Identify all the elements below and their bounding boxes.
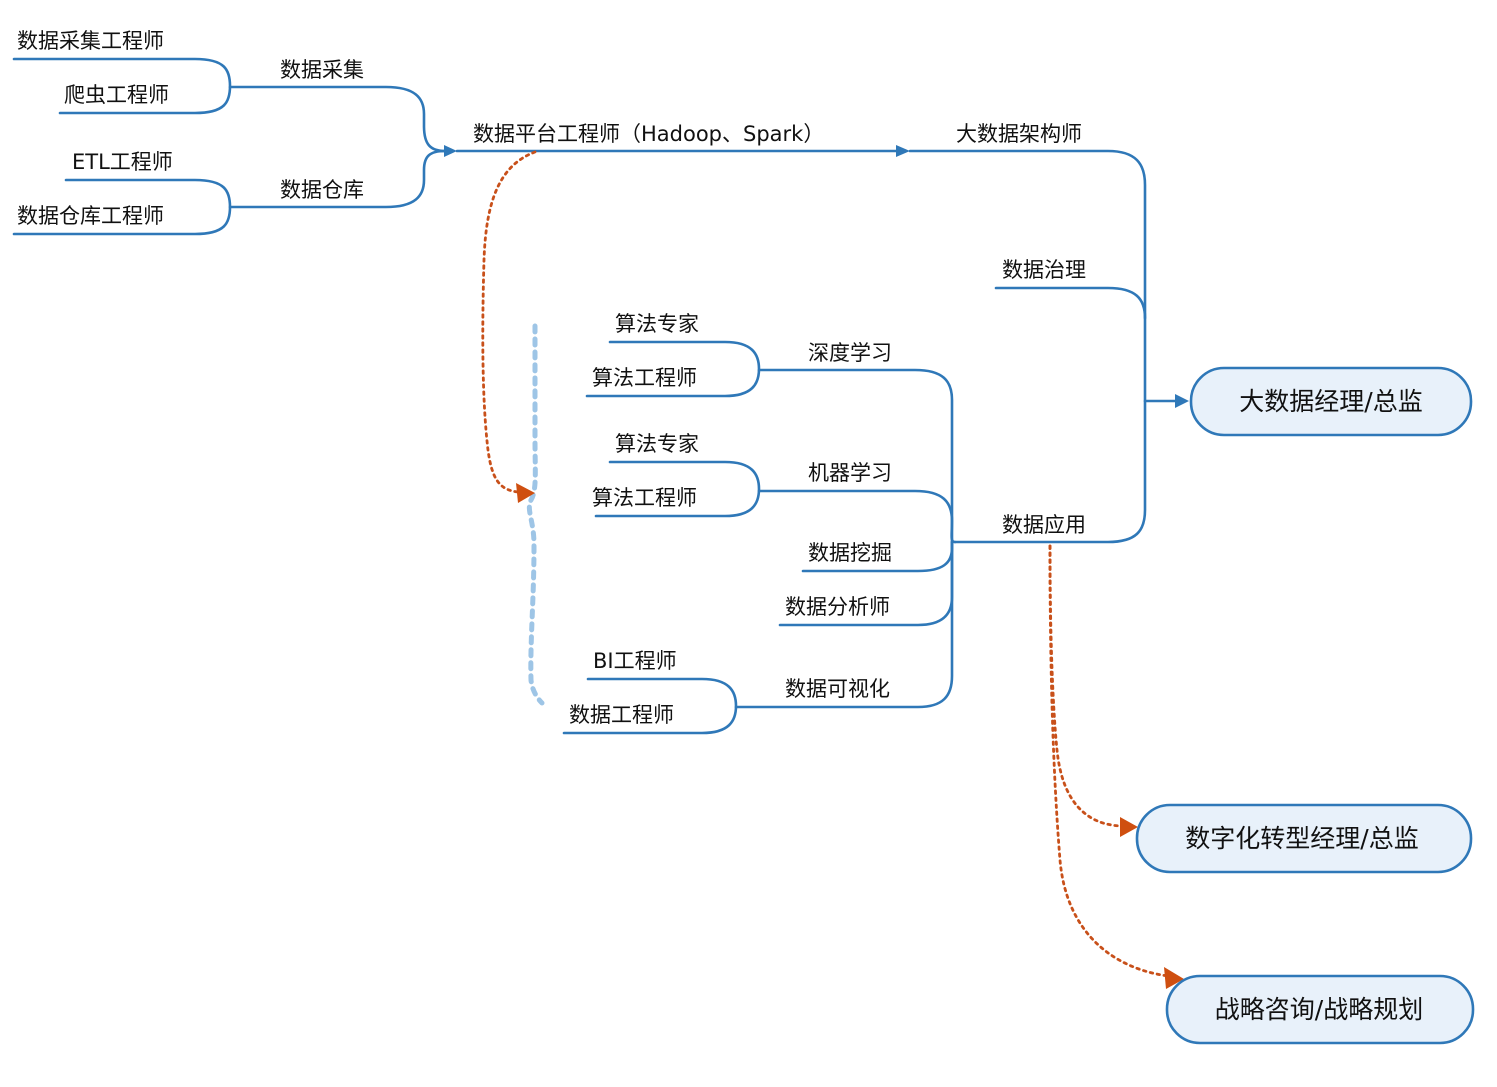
platform-to-middle-dotted: [481, 150, 537, 494]
data-engineer-label: 数据工程师: [569, 703, 674, 727]
data-viz-branch: [734, 540, 954, 709]
governance-connector: [994, 286, 1147, 320]
digital-transformation-box-shape: [1135, 803, 1473, 874]
digital-transformation-box: 数字化转型经理/总监: [1135, 803, 1473, 874]
algo-engineer-1-label: 算法工程师: [592, 366, 697, 390]
warehouse-label: 数据仓库: [280, 178, 364, 202]
data-analyst-label: 数据分析师: [785, 595, 890, 619]
collect-label: 数据采集: [280, 58, 364, 82]
manager-box: 大数据经理/总监: [1189, 366, 1473, 437]
manager-label: 大数据经理/总监: [1239, 387, 1422, 416]
data-mining-label: 数据挖掘: [808, 541, 892, 565]
data-viz-label: 数据可视化: [785, 677, 890, 701]
middle-group: 算法专家 算法工程师 深度学习 算法专家 算法工程师 机器学习 数据挖掘 数据分…: [562, 312, 957, 735]
left-group: 数据采集工程师 爬虫工程师 数据采集 ETL工程师 数据仓库工程师 数据仓库: [12, 29, 457, 236]
algo-expert-2-label: 算法专家: [615, 432, 699, 456]
arrow-to-manager: [1175, 394, 1189, 408]
etl-engineer-label: ETL工程师: [72, 150, 173, 174]
machine-learning-branch: [757, 489, 954, 544]
deep-learning-branch: [757, 368, 957, 544]
crawler-engineer-label: 爬虫工程师: [64, 83, 169, 107]
application-to-strategy-dotted: [1048, 544, 1170, 978]
digital-transformation-label: 数字化转型经理/总监: [1185, 824, 1418, 853]
application-to-digital-dotted: [1048, 544, 1124, 828]
right-trunk: 大数据架构师 数据治理 数据应用: [908, 122, 1189, 544]
architect-connector: [908, 149, 1147, 544]
architect-label: 大数据架构师: [956, 122, 1082, 146]
strategy-label: 战略咨询/战略规划: [1215, 995, 1423, 1024]
arrow-to-strategy: [1164, 967, 1184, 989]
manager-box-shape: [1189, 366, 1473, 437]
machine-learning-experts-connector: [594, 460, 761, 518]
algo-engineer-2-label: 算法工程师: [592, 486, 697, 510]
arrow-to-digital-transformation: [1120, 817, 1138, 837]
warehouse-branch-connector: [228, 149, 447, 209]
collect-engineer-label: 数据采集工程师: [17, 29, 164, 53]
application-label: 数据应用: [1002, 513, 1086, 537]
collect-branch-connector: [228, 85, 447, 153]
strategy-box: 战略咨询/战略规划: [1165, 974, 1475, 1045]
governance-label: 数据治理: [1002, 258, 1086, 282]
arrow-to-architect: [896, 145, 910, 157]
middle-group-brace: [526, 323, 545, 706]
machine-learning-label: 机器学习: [808, 461, 892, 485]
bi-engineer-label: BI工程师: [593, 649, 677, 673]
arrow-to-middle-group: [516, 483, 535, 503]
warehouse-engineer-label: 数据仓库工程师: [17, 204, 164, 228]
deep-learning-label: 深度学习: [808, 341, 892, 365]
strategy-box-shape: [1165, 974, 1475, 1045]
platform-row: 数据平台工程师（Hadoop、Spark）: [455, 122, 910, 157]
arrow-to-platform: [444, 145, 457, 157]
algo-expert-1-label: 算法专家: [615, 312, 699, 336]
platform-engineer-label: 数据平台工程师（Hadoop、Spark）: [473, 122, 824, 146]
